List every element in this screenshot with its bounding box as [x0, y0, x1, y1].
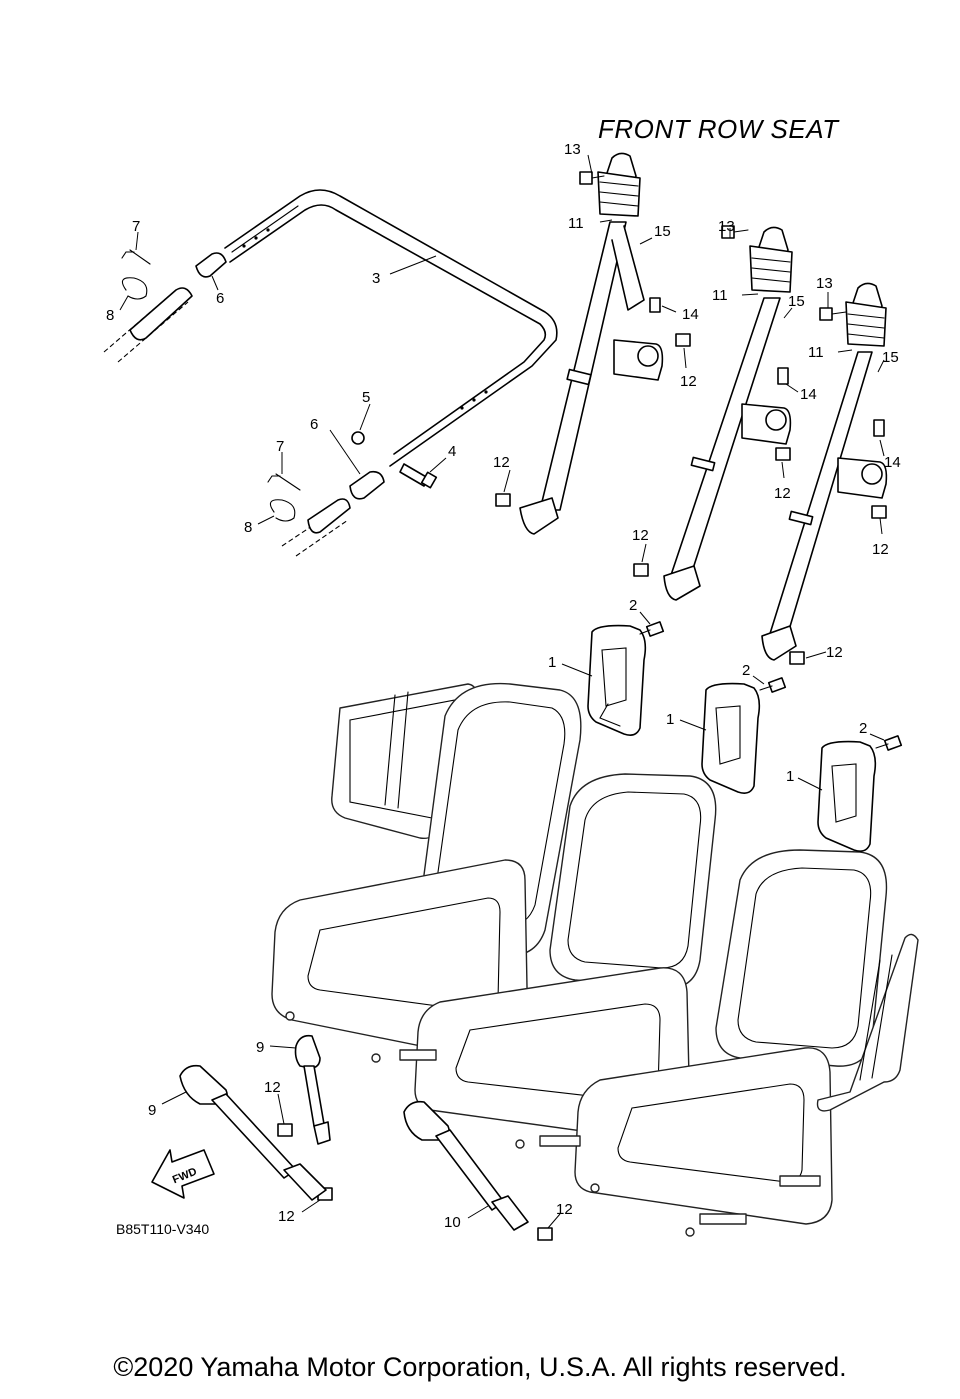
buckle-9-left [179, 1064, 327, 1201]
callout-14: 14 [682, 306, 699, 323]
diagram-title: FRONT ROW SEAT [598, 114, 840, 144]
callout-2: 2 [629, 597, 637, 614]
callout-12: 12 [493, 454, 510, 471]
callout-12: 12 [632, 527, 649, 544]
clip-8-lower [269, 499, 296, 522]
bolt-14-a [649, 297, 661, 313]
seat-belt-11-left [519, 152, 664, 535]
bolt-2-a [639, 621, 665, 637]
callout-4: 4 [448, 443, 456, 460]
callout-15: 15 [788, 293, 805, 310]
bolt-13-a [579, 171, 605, 185]
bolt-13-c [819, 307, 847, 321]
callout-13: 13 [564, 141, 581, 158]
callout-12: 12 [872, 541, 889, 558]
bolt-14-b [777, 367, 789, 385]
callout-3: 3 [372, 270, 380, 287]
fwd-arrow-icon: FWD [151, 1149, 215, 1199]
roll-bar-3 [224, 189, 558, 467]
callout-1: 1 [666, 711, 674, 728]
callouts: 13 11 15 14 12 13 11 15 14 12 13 11 15 1… [106, 141, 901, 1231]
callout-10: 10 [444, 1214, 461, 1231]
collar-6-upper [195, 252, 227, 278]
callout-12: 12 [774, 485, 791, 502]
leader-lines [119, 154, 885, 1229]
callout-14: 14 [884, 454, 901, 471]
seat-assembly [271, 682, 919, 1237]
bolt-2-b [759, 677, 787, 693]
pin-7-upper [121, 249, 151, 265]
diagram-code: B85T110-V340 [116, 1221, 209, 1237]
callout-15: 15 [654, 223, 671, 240]
buckle-10 [403, 1100, 529, 1231]
nut-5 [351, 431, 365, 445]
buckle-9-center [294, 1034, 331, 1145]
callout-8: 8 [244, 519, 252, 536]
headrest-1-left [587, 624, 647, 736]
bolt-14-c [873, 419, 885, 437]
collar-6-lower [349, 470, 385, 500]
tube-stub-lower [281, 498, 351, 557]
callout-11: 11 [808, 344, 824, 361]
callout-14: 14 [800, 386, 817, 403]
bolt-12-set [277, 333, 887, 1241]
pin-7-lower [267, 473, 301, 491]
callout-15: 15 [882, 349, 899, 366]
callout-7: 7 [132, 218, 140, 235]
bolt-13-b [721, 225, 749, 239]
callout-12: 12 [278, 1208, 295, 1225]
callout-2: 2 [859, 720, 867, 737]
callout-6: 6 [216, 290, 224, 307]
callout-12: 12 [826, 644, 843, 661]
callout-13: 13 [718, 218, 735, 235]
seat-belt-11-right [761, 282, 888, 661]
callout-11: 11 [712, 287, 728, 304]
callout-7: 7 [276, 438, 284, 455]
callout-5: 5 [362, 389, 370, 406]
callout-8: 8 [106, 307, 114, 324]
seat-belt-11-middle [663, 226, 793, 601]
headrest-1-right [817, 740, 877, 852]
bolt-2-c [875, 735, 903, 751]
tube-stub-left [103, 287, 193, 363]
clip-8-upper [121, 277, 148, 300]
copyright-notice: ©2020 Yamaha Motor Corporation, U.S.A. A… [113, 1352, 847, 1382]
callout-9: 9 [256, 1039, 264, 1056]
callout-1: 1 [786, 768, 794, 785]
callout-1: 1 [548, 654, 556, 671]
callout-12: 12 [680, 373, 697, 390]
callout-12: 12 [556, 1201, 573, 1218]
callout-2: 2 [742, 662, 750, 679]
callout-6: 6 [310, 416, 318, 433]
bolt-4 [399, 463, 438, 489]
headrest-1-middle [701, 682, 761, 794]
callout-9: 9 [148, 1102, 156, 1119]
callout-11: 11 [568, 215, 584, 232]
callout-12: 12 [264, 1079, 281, 1096]
callout-13: 13 [816, 275, 833, 292]
